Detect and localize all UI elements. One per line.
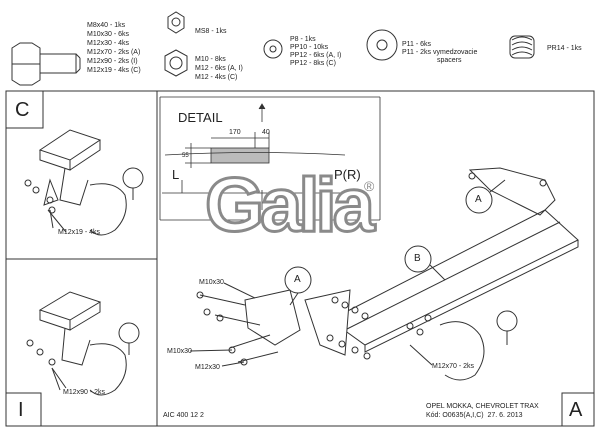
large-nut-spec-3: M12 - 4ks (C) (195, 74, 238, 81)
large-washer-spec-1: P11 - 6ks (402, 41, 432, 48)
small-washer-spec-4: PP12 - 8ks (C) (290, 60, 336, 67)
detail-label-l: L (172, 167, 180, 182)
frame-lines (5, 90, 595, 427)
bolt-spec-6: M12x19 - 4ks (C) (87, 67, 141, 74)
variant-i-bolt-label: M12x90 - 2ks (63, 389, 106, 396)
bolt-spec-3: M12x30 - 4ks (87, 40, 130, 47)
galia-logo: Galia (204, 163, 377, 248)
detail-dim-170: 170 (229, 129, 241, 136)
detail-title: DETAIL (178, 110, 223, 125)
bolt-spec-2: M10x30 - 6ks (87, 31, 130, 38)
small-nut-drawing (167, 11, 185, 34)
callout-a-left: A (294, 274, 301, 285)
variant-c-drawing (24, 129, 144, 236)
small-washer-spec-1: P8 - 1ks (290, 36, 316, 43)
bolt-spec-5: M12x90 - 2ks (I) (87, 58, 138, 65)
bolt-spec-1: M8x40 - 1ks (87, 22, 126, 29)
variant-i-drawing (26, 291, 140, 396)
bolt-label-m10x30-top: M10x30 (199, 279, 224, 286)
variant-c-letter: C (15, 99, 30, 121)
bolt-label-m12x30: M12x30 (195, 364, 220, 371)
large-washer-spec-3: spacers (437, 57, 462, 64)
large-nut-spec-2: M12 - 6ks (A, I) (195, 65, 243, 72)
spring-drawing (509, 35, 535, 59)
footer-letter: A (569, 399, 583, 421)
small-washer-drawing (263, 39, 283, 59)
footer-kod: Kód: O0635(A,I,C) 27. 6. 2013 (426, 412, 523, 419)
large-washer-spec-2: P11 - 2ks vymedzovacie (402, 49, 478, 56)
detail-box (159, 96, 381, 221)
bolt-label-m12x70: M12x70 - 2ks (432, 363, 475, 370)
small-washer-spec-3: PP12 - 6ks (A, I) (290, 52, 342, 59)
bolt-drawing (11, 42, 81, 86)
callout-b: B (414, 253, 421, 264)
detail-dim-55: 55 (182, 153, 189, 159)
variant-i-letter: I (18, 399, 24, 421)
variant-c-bolt-label: M12x19 - 4ks (58, 229, 101, 236)
footer-code: AIC 400 12 2 (163, 412, 204, 419)
large-washer-drawing (366, 29, 398, 61)
large-nut-drawing (164, 49, 188, 77)
detail-dim-40: 40 (262, 129, 270, 136)
small-washer-spec-2: PP10 - 10ks (290, 44, 329, 51)
detail-label-pr: P(R) (334, 167, 361, 182)
bolt-spec-4: M12x70 - 2ks (A) (87, 49, 141, 56)
large-nut-spec-1: M10 - 8ks (195, 56, 226, 63)
small-nut-spec: MS8 - 1ks (195, 28, 227, 35)
registered-mark: ® (364, 178, 375, 194)
footer-vehicle: OPEL MOKKA, CHEVROLET TRAX (426, 403, 539, 410)
callout-a-right: A (475, 194, 482, 205)
bolt-label-m10x30-bottom: M10x30 (167, 348, 192, 355)
main-assembly (49, 167, 579, 391)
spring-spec: PR14 - 1ks (547, 45, 582, 52)
